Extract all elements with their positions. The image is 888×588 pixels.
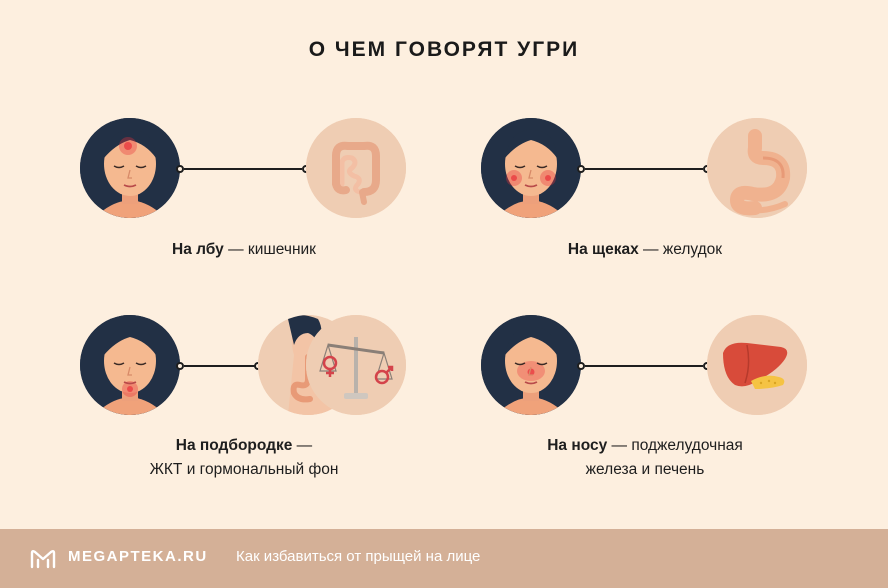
stomach-icon — [707, 118, 807, 218]
connector-dot-left — [176, 165, 184, 173]
caption-chin: На подбородке — ЖКТ и гормональный фон — [149, 437, 339, 478]
connector-line — [585, 365, 703, 367]
connector-dot-left — [577, 362, 585, 370]
site-logo-text[interactable]: MEGAPTEKA.RU — [68, 548, 208, 565]
hormone-scales-icon — [306, 315, 406, 415]
connector-dot-left — [176, 362, 184, 370]
footer-bar: MEGAPTEKA.RU Как избавиться от прыщей на… — [0, 529, 888, 588]
caption-nose: На носу — поджелудочная железа и печень — [547, 437, 743, 478]
intestine-icon — [306, 118, 406, 218]
connector-line — [184, 365, 256, 367]
article-link[interactable]: Как избавиться от прыщей на лице — [236, 548, 481, 565]
face-nose-illustration — [481, 315, 581, 415]
face-forehead-illustration — [80, 118, 180, 218]
liver-pancreas-icon — [707, 315, 807, 415]
connector-line — [184, 168, 302, 170]
caption-forehead: На лбу — кишечник — [172, 241, 316, 258]
connector-line — [585, 168, 703, 170]
caption-cheeks: На щеках — желудок — [567, 241, 723, 258]
face-cheeks-illustration — [481, 118, 581, 218]
page-title: О ЧЕМ ГОВОРЯТ УГРИ — [308, 38, 580, 61]
megapteka-logo-icon[interactable] — [30, 549, 56, 569]
connector-dot-left — [577, 165, 585, 173]
face-chin-illustration — [80, 315, 180, 415]
